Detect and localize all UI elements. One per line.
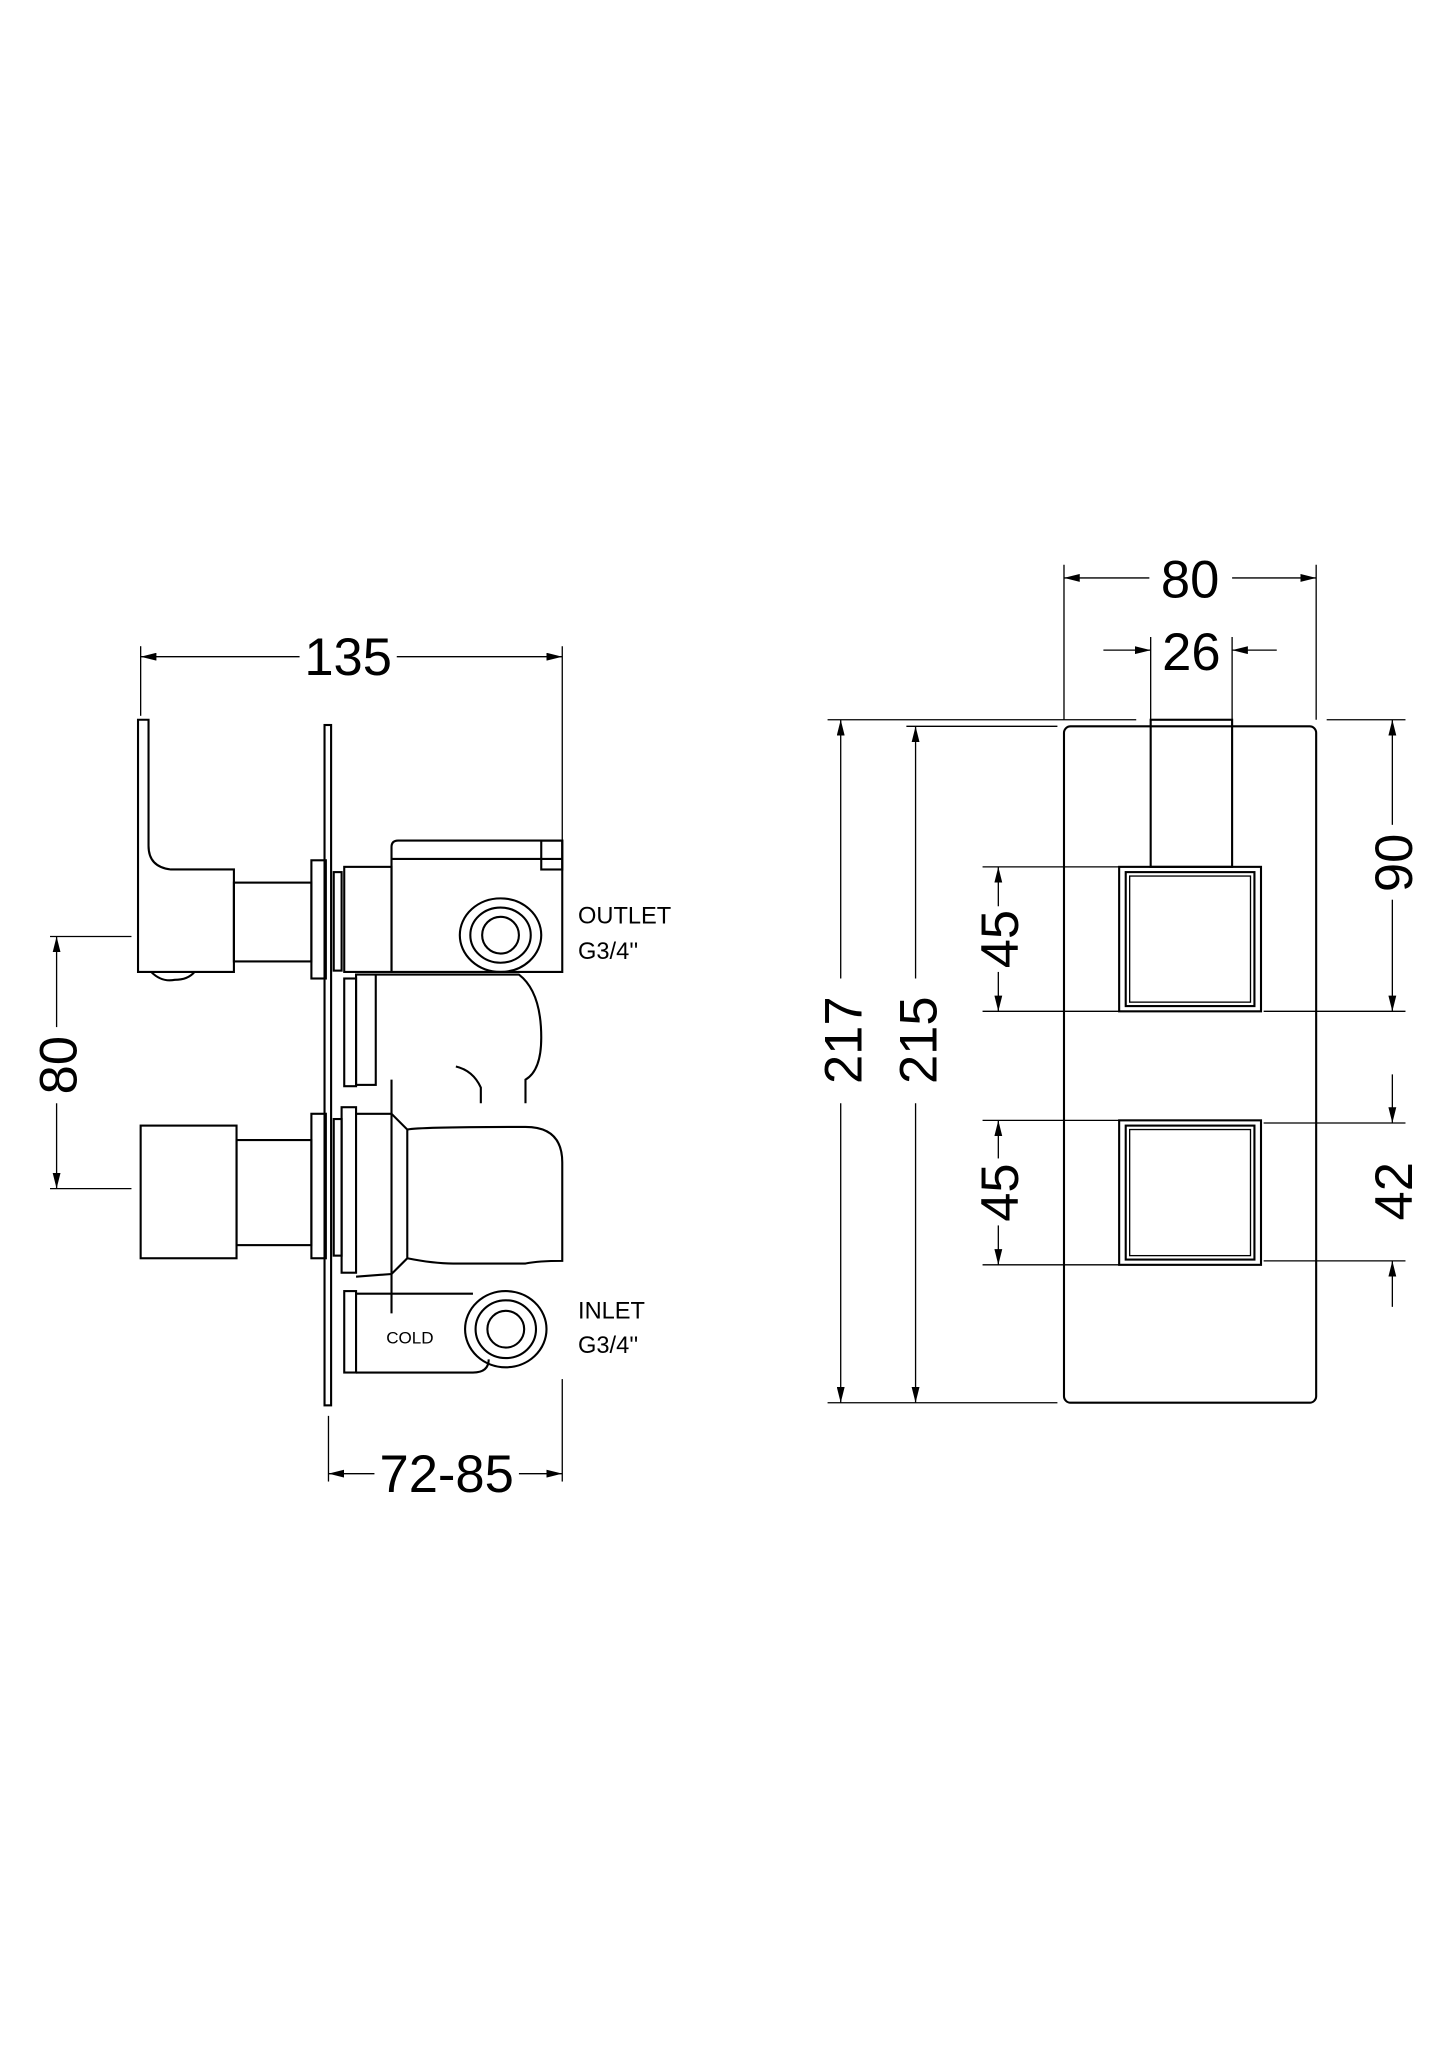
- outlet-thread: G3/4'': [578, 939, 638, 965]
- dimension-label: 90: [1365, 834, 1424, 892]
- outlet-connection: OUTLET G3/4'': [458, 897, 671, 973]
- dimension-45-upper: 45: [971, 866, 1120, 1012]
- dimension-label: 80: [1161, 551, 1219, 610]
- dimension-label: 80: [29, 1036, 88, 1094]
- valve-body: COLD: [332, 839, 564, 1374]
- dimension-90: 90: [1263, 719, 1424, 1012]
- inlet-thread: G3/4'': [578, 1333, 638, 1359]
- dimension-80-handle-spacing: 80: [29, 935, 132, 1190]
- dimension-label: 45: [971, 910, 1030, 968]
- dimension-42: 42: [1263, 1074, 1424, 1307]
- inlet-connection: INLET G3/4'': [464, 1290, 645, 1369]
- dimension-135: 135: [139, 628, 563, 841]
- dimension-label: 217: [815, 996, 874, 1084]
- dimension-215: 215: [890, 725, 1058, 1403]
- front-view: 80 26 21: [815, 551, 1424, 1404]
- outlet-label: OUTLET: [578, 903, 671, 929]
- cover-plate: [1062, 725, 1318, 1404]
- dimension-label: 72-85: [380, 1445, 514, 1504]
- dimension-217: 217: [815, 719, 1137, 1404]
- dimension-26-lever: 26: [1103, 623, 1277, 720]
- lower-control-square: [1118, 1119, 1263, 1266]
- dimension-label: 45: [971, 1163, 1030, 1221]
- lower-knob-handle: [139, 1112, 327, 1260]
- dimension-label: 42: [1365, 1162, 1424, 1220]
- upper-lever-handle: [136, 718, 327, 982]
- cold-label: COLD: [386, 1329, 433, 1348]
- lever-front: [1149, 718, 1234, 868]
- dimension-label: 135: [304, 628, 392, 687]
- side-view: 135 80: [29, 628, 671, 1504]
- dimension-label: 215: [890, 996, 949, 1084]
- dimension-45-lower: 45: [971, 1119, 1120, 1266]
- wall-plate: [323, 723, 333, 1407]
- upper-control-square: [1118, 865, 1263, 1013]
- dimension-80-width: 80: [1063, 551, 1317, 720]
- dimension-72-85: 72-85: [327, 1379, 563, 1504]
- dimension-label: 26: [1162, 623, 1220, 682]
- inlet-label: INLET: [578, 1299, 645, 1325]
